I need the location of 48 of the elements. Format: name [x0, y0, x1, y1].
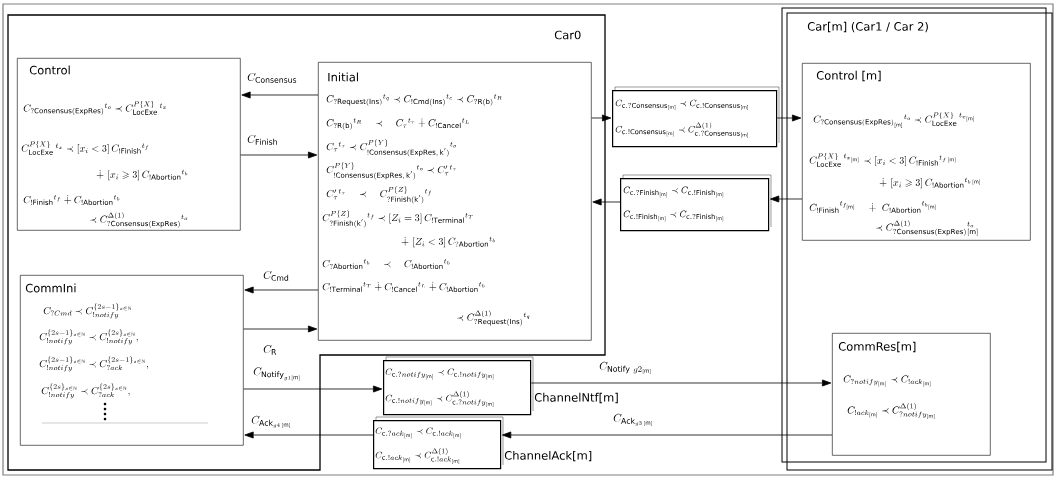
- edge-label: $C_{\mathsf{R}}$: [262, 344, 278, 356]
- edge-label: $C_{\mathsf{Finish}}$: [246, 134, 279, 146]
- arrow: [502, 431, 833, 439]
- formula: $\dotplus\ [x_i \geqslant 3]\,C_{\mathsf{!Abortion}}{}^{t_b}$: [96, 169, 188, 181]
- box-caption: ChannelAck[m]: [504, 450, 592, 462]
- box-caption: ChannelNtf[m]: [534, 392, 618, 404]
- arrow: [243, 325, 318, 333]
- formula: $\dotplus\ [x_i \geqslant 3]\,C_{\mathsf{!Abortion}}{}^{t_{b\,\mathsf{[m]}}}$: [879, 177, 980, 189]
- arrow: [776, 114, 802, 122]
- arrow: [592, 198, 621, 206]
- arrow: [244, 286, 319, 294]
- edge-label: $C_{\mathsf{Notify}_{g1\mathsf{[m]}}}$: [252, 366, 303, 382]
- formula: $C_{\mathsf{?Abortion}}{}^{t_b} \quad\prec\quad C_{\mathsf{!Abortion}}{}^{t_b}$: [322, 258, 450, 269]
- edge-label: $C_{\mathsf{Cmd}}$: [262, 270, 291, 282]
- edge-label: $C_{\mathsf{Ack}_{g4\,\mathsf{[m]}}}$: [250, 415, 293, 429]
- formula: $C_{\mathsf{?Request(Ins)}}{}^{t_q} \prec C_{\mathsf{!Cmd(Ins)}}{}^{t_c} \prec C_{\mathsf{?R(b)}}{}^{t_R}$: [326, 94, 502, 106]
- formula: $\prec C^{\Delta(1)}_{\mathsf{?Consensus(ExpRes)}}{}^{t_o}$: [90, 212, 188, 228]
- formula: $C_{?notify_{\mathsf{[m]}}} \prec C_{!ack_{\mathsf{[m]}}}$: [843, 375, 931, 387]
- formula: $C^{P\{Y\}}_{\mathsf{!Consensus(ExpRes,\,k')}}{}^{t_o} \prec C'_{\tau}{}^{t_\tau}$: [326, 162, 456, 180]
- formula: $\dotplus\ [Z_i<3]\,C_{\mathsf{?Abortion}}{}^{t_b}$: [401, 236, 495, 248]
- arrow: [770, 195, 803, 203]
- formula: $C_{\tau}{}^{t_\tau} \prec C^{P\{Y\}}_{\mathsf{!Consensus(ExpRes,\,k')}}{}^{t_o}$: [326, 139, 457, 157]
- arrow: [243, 385, 383, 393]
- formula: $\prec C^{\Delta(1)}_{\mathsf{?Request(Ins)}}{}^{t_q}$: [457, 310, 530, 326]
- edge-label: $C_{\mathsf{Consensus}}$: [246, 72, 299, 84]
- formula: $C^{P\{Z\}}_{\mathsf{?Finish(k')}}{}^{t_f} \prec [Z_i=3]\,C_{\mathsf{!Terminal}}{}^{t_T}$: [322, 210, 473, 228]
- formula: $C_{!ack_{\mathsf{[m]}}} \prec C^{\Delta(1)}_{?notify_{\mathsf{[m]}}}$: [847, 403, 935, 420]
- arrow: [241, 91, 319, 99]
- formula: $C'_{\tau}{}^{t_\tau} \quad\prec\quad C^{P\{Z\}}_{\mathsf{?Finish(k')}}{}^{t_f}$: [326, 186, 432, 204]
- formula: $C_{\mathsf{!Finish}}{}^{t_{f_{\mathsf{[m]}}}} \quad\dotplus\ C_{\mathsf{!Abortion}}{}^{t_{b_{\mathsf{[m]}}}}$: [809, 201, 936, 213]
- formula: $C_{\mathsf{!Finish}}{}^{t_f} \dotplus C_{\mathsf{!Abortion}}{}^{t_b}$: [23, 194, 120, 205]
- arrow: [591, 114, 612, 122]
- formula: $C^{\{2s\}_{s\in\mathbb{N}}}_{!notify} \prec C^{\{2s\}_{s\in\mathbb{N}}}_{?ack},$: [41, 383, 130, 399]
- formula: $C^{P\{X\}}_{\mathsf{LocExe}}\,{}^{t_x} \prec [x_i<3]\,C_{\mathsf{!Finish}}{}^{t_f}$: [21, 141, 149, 155]
- formula: $\prec C^{\Delta(1)}_{\mathsf{?Consensus(ExpRes)}}{}^{t_o}_{\mathsf{[m]}}$: [876, 220, 978, 236]
- edge-label: $C_{\mathsf{Ack}_{g3\,\mathsf{[m]}}}$: [612, 413, 655, 427]
- formula: $C^{\{2s-1\}_{s\in\mathbb{N}}}_{!notify} \prec C^{\{2s\}_{s\in\mathbb{N}}}_{!notify},$: [39, 329, 138, 345]
- formula: $C_{\mathsf{!Terminal}}{}^{t_T} \dotplus C_{\mathsf{!Cancel}}{}^{t_L} \dotplus C_{\mathsf{!Abortion}}{}^{t_b}$: [322, 281, 485, 292]
- edge-label: $C_{\mathsf{Notify}\ g2_{\mathsf{[m]}}}$: [598, 361, 654, 375]
- formula: $C_{\mathsf{?Consensus(ExpRes)}}{}^{t_o} \prec C^{P\{X\}}_{\mathsf{LocExe}}\,{}^{t_x}$: [23, 101, 166, 115]
- formula: $C_{\mathsf{?R(b)}}{}^{t_R} \quad\prec\quad C_{\tau}{}^{t_\tau} \dotplus C_{\mathsf{!Cancel}}{}^{t_L}$: [326, 118, 469, 130]
- formula: $C_{?Cmd} \prec C^{\{2s-1\}_{s\in\mathbb{N}}}_{!notify}$: [43, 303, 132, 319]
- formula: $C_{\mathsf{?Consensus(ExpRes)}_{\mathsf{[m]}}}{}^{t_o} \prec C^{P\{X\}}_{\mathsf{LocExe}}\,{}^{t_{x_{\mathsf{[m]}}}}$: [813, 112, 974, 128]
- arrow: [530, 379, 832, 387]
- formula: $C^{P\{X\}}_{\mathsf{LocExe}}\,{}^{t_{x_{\mathsf{[m]}}}} \prec [x_i<3]\,C_{\mathsf{!Finish}}{}^{t_{f\,\mathsf{[m]}}}$: [809, 153, 956, 167]
- arrow: [244, 431, 374, 439]
- formula: $C^{\{2s-1\}_{s\in\mathbb{N}}}_{!notify} \prec C^{\{2s-1\}_{s\in\mathbb{N}}}_{?ack},$: [39, 356, 149, 372]
- arrow: [240, 151, 318, 159]
